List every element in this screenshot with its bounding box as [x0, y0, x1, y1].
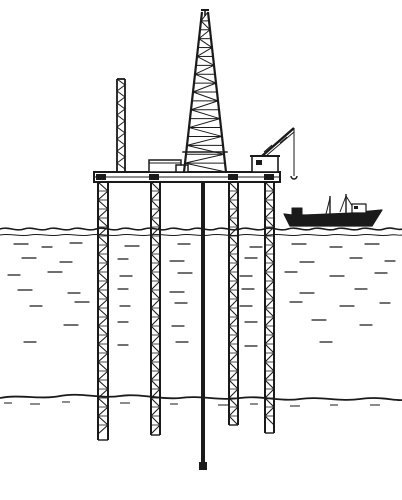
- support-leg-4: [264, 181, 275, 434]
- drill-pipe: [199, 172, 207, 470]
- deck-house: [148, 159, 189, 173]
- crane: [250, 127, 298, 180]
- supply-ship: [283, 194, 383, 227]
- seabed-texture: [4, 401, 380, 407]
- derrick: [182, 9, 228, 173]
- sea-surface-second-line: [0, 233, 402, 237]
- water-ripples: [7, 242, 396, 347]
- deck-platform: [93, 171, 281, 183]
- seabed: [0, 393, 402, 402]
- support-leg-1: [97, 181, 109, 441]
- flare-tower: [116, 78, 126, 172]
- support-leg-2: [150, 181, 161, 436]
- support-legs: [97, 181, 275, 441]
- support-leg-3: [228, 181, 239, 426]
